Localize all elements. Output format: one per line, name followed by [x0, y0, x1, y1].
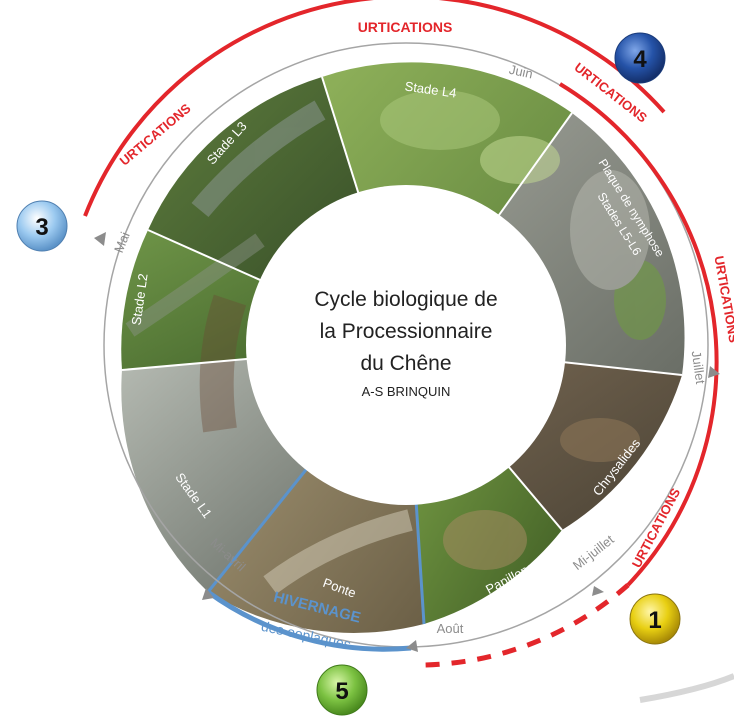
urtications-right-arc [558, 82, 719, 587]
month-arrows [94, 232, 720, 652]
badge-5-number: 5 [335, 678, 348, 705]
center-title-line3: du Chêne [360, 352, 451, 375]
urtications-label-lower-right: URTICATIONS [629, 485, 684, 570]
badge-3-number: 3 [35, 214, 48, 241]
urtications-label-top: URTICATIONS [358, 19, 453, 35]
hivernage-arc [206, 589, 412, 652]
center-disc [246, 185, 566, 505]
badge-3: 3 [16, 200, 68, 252]
month-aout: Août [437, 621, 464, 636]
badge-4-number: 4 [633, 46, 647, 73]
stage-label-l4: Stade L4 [404, 78, 458, 100]
background-swoosh [639, 673, 734, 703]
center-title-line2: la Processionnaire [320, 320, 493, 343]
badge-1: 1 [629, 593, 681, 645]
month-juin: Juin [508, 62, 534, 82]
month-mai: Mai [111, 230, 133, 255]
urtications-top-arc [83, 0, 666, 217]
urtications-dashed-arc [424, 583, 630, 668]
center-title-line1: Cycle biologique de [314, 288, 497, 311]
badge-5: 5 [316, 664, 368, 716]
badge-4: 4 [614, 32, 666, 84]
month-juillet: Juillet [689, 350, 709, 385]
badge-1-number: 1 [648, 607, 661, 634]
center-author: A-S BRINQUIN [362, 384, 451, 399]
stage-label-l2: Stade L2 [128, 273, 150, 327]
